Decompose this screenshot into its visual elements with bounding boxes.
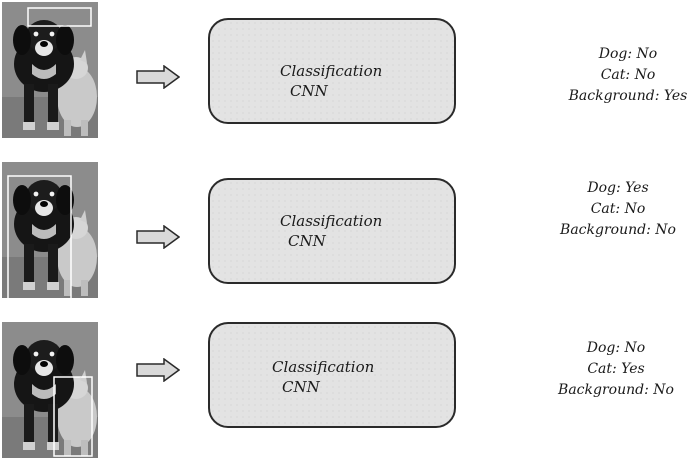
cnn-title: Classification bbox=[280, 62, 383, 80]
row-1: Classification CNN Dog: No Cat: No Backg… bbox=[0, 2, 688, 142]
dog-cat-image bbox=[2, 162, 98, 298]
dog-cat-photo bbox=[2, 322, 98, 458]
result-dog: Dog: No bbox=[586, 340, 646, 356]
row-2: Classification CNN Dog: Yes Cat: No Back… bbox=[0, 162, 688, 302]
result-dog: Dog: Yes bbox=[587, 180, 649, 196]
dog-cat-photo bbox=[2, 2, 98, 138]
right-arrow-icon bbox=[136, 358, 180, 382]
classification-cnn-box: Classification CNN bbox=[208, 18, 456, 124]
dog-cat-image bbox=[2, 322, 98, 458]
result-dog: Dog: No bbox=[598, 46, 658, 62]
classification-result: Dog: Yes Cat: No Background: No bbox=[528, 178, 688, 241]
classification-result: Dog: No Cat: No Background: Yes bbox=[538, 44, 688, 107]
result-cat: Cat: No bbox=[590, 201, 646, 217]
cnn-subtitle: CNN bbox=[282, 378, 320, 396]
classification-result: Dog: No Cat: Yes Background: No bbox=[526, 338, 688, 401]
dog-cat-image bbox=[2, 2, 98, 138]
result-cat: Cat: No bbox=[600, 67, 656, 83]
region-proposal-box bbox=[27, 7, 92, 27]
classification-cnn-box: Classification CNN bbox=[208, 322, 456, 428]
result-background: Background: Yes bbox=[568, 88, 688, 104]
result-background: Background: No bbox=[560, 222, 676, 238]
cnn-title: Classification bbox=[280, 212, 383, 230]
right-arrow-icon bbox=[136, 65, 180, 89]
cnn-title: Classification bbox=[272, 358, 375, 376]
region-proposal-box bbox=[7, 175, 72, 298]
classification-cnn-box: Classification CNN bbox=[208, 178, 456, 284]
right-arrow-icon bbox=[136, 225, 180, 249]
cnn-subtitle: CNN bbox=[288, 232, 326, 250]
result-cat: Cat: Yes bbox=[587, 361, 645, 377]
result-background: Background: No bbox=[558, 382, 674, 398]
cnn-subtitle: CNN bbox=[290, 82, 328, 100]
dog-cat-photo bbox=[2, 162, 98, 298]
region-proposal-box bbox=[53, 376, 93, 457]
row-3: Classification CNN Dog: No Cat: Yes Back… bbox=[0, 322, 688, 462]
